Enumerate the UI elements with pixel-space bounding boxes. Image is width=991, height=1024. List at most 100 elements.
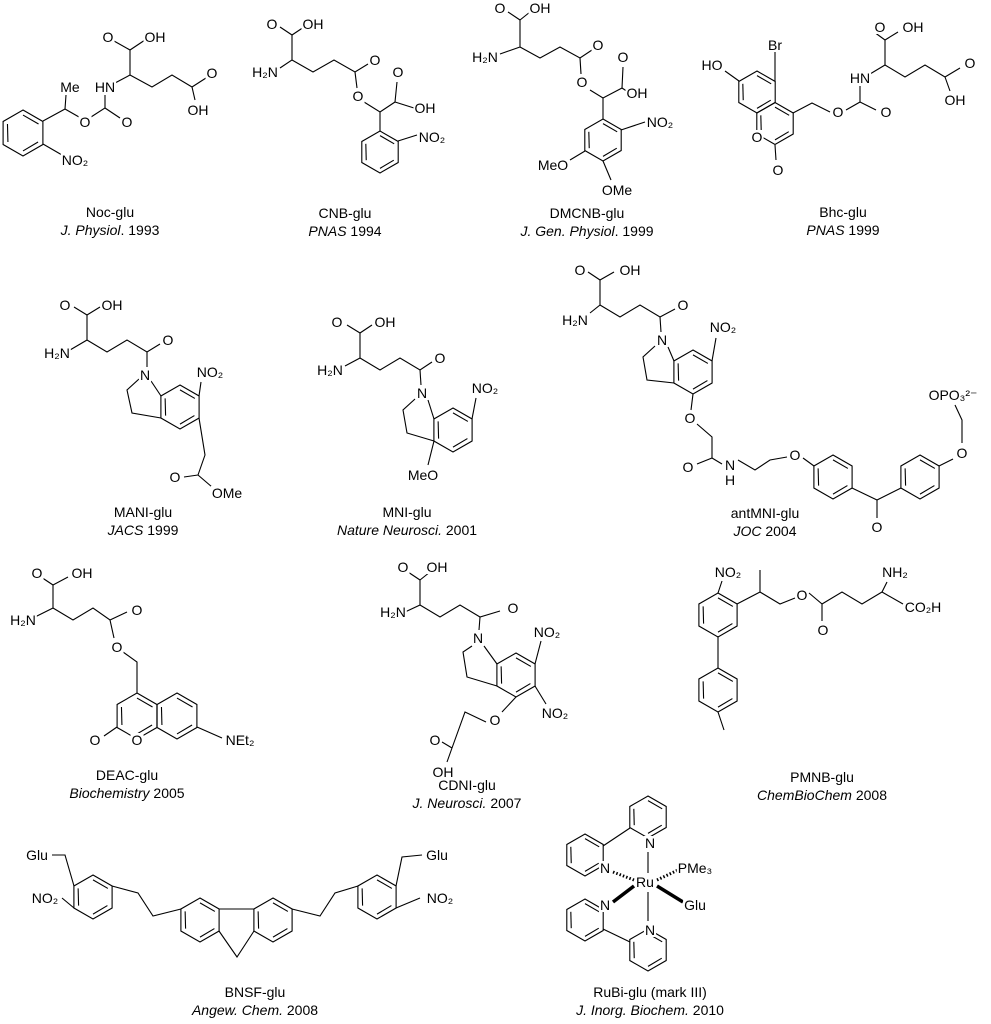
bond — [534, 640, 542, 665]
label-mask — [210, 486, 244, 500]
bond — [711, 457, 723, 465]
bond — [86, 306, 101, 316]
label-mask — [618, 263, 642, 277]
atom-label: Glu — [426, 847, 448, 863]
label-mask — [788, 448, 802, 462]
atom-label: NO₂ — [197, 364, 223, 380]
atom-label: H₂N — [472, 49, 498, 65]
bond — [483, 645, 498, 665]
bond — [150, 380, 162, 397]
atom-label: HN — [850, 70, 870, 86]
bond — [499, 20, 521, 55]
atom-label: O — [773, 162, 784, 178]
bond — [218, 930, 255, 958]
atom-label: O — [790, 447, 801, 463]
label-mask — [540, 706, 570, 720]
double-bond — [717, 623, 733, 633]
atom-label: O — [132, 602, 143, 618]
bond — [61, 897, 75, 909]
bond — [881, 591, 904, 605]
atom-label: O — [965, 55, 976, 71]
aromatic-ring — [900, 454, 940, 500]
label-mask — [470, 381, 500, 395]
bond — [394, 101, 415, 109]
aromatic-ring — [698, 592, 738, 638]
label-mask — [506, 601, 520, 615]
double-bond — [717, 672, 734, 682]
aromatic-ring — [813, 454, 853, 500]
label-mask — [625, 86, 649, 100]
atom-label: NO₂ — [534, 624, 560, 640]
citation: ChemBioChem 2008 — [757, 786, 887, 804]
bond — [462, 645, 498, 687]
label-mask — [251, 65, 279, 79]
citation: J. Inorg. Biochem. 2010 — [576, 1001, 724, 1019]
bond — [717, 580, 723, 594]
atom-label: O — [435, 350, 446, 366]
atom-label: NO₂ — [472, 380, 498, 396]
bond — [114, 74, 131, 84]
atom-label: O — [80, 114, 91, 130]
bond — [73, 306, 88, 316]
label-mask — [431, 765, 455, 779]
bond — [845, 86, 861, 111]
bond — [359, 357, 433, 371]
atom-label: O — [122, 114, 133, 130]
atom-label: O — [207, 65, 218, 81]
label-mask — [186, 103, 210, 117]
bond — [859, 101, 877, 111]
atom-label: O — [170, 469, 181, 485]
bond — [346, 324, 361, 334]
double-bond — [584, 903, 600, 913]
label-mask — [573, 263, 587, 277]
label-mask — [415, 386, 429, 400]
label-mask — [655, 333, 669, 347]
atom-label: O — [872, 519, 883, 535]
aromatic-ring — [496, 652, 536, 698]
atom-label: H — [725, 472, 735, 488]
label-mask — [330, 315, 344, 329]
atom-label: NH₂ — [882, 564, 908, 580]
double-bond — [179, 389, 196, 399]
double-bond — [515, 657, 532, 667]
atom-label: Ru — [636, 874, 654, 890]
label-mask — [536, 158, 570, 172]
atom-label: OH — [188, 102, 209, 118]
label-mask — [927, 388, 979, 402]
double-bond — [22, 141, 39, 152]
atom-label: O — [490, 712, 501, 728]
bond — [851, 487, 902, 501]
bond — [808, 592, 823, 621]
label-mask — [130, 603, 144, 617]
atom-label: H₂N — [10, 612, 36, 628]
citation-year: 2010 — [688, 1002, 724, 1018]
atom-label: O — [90, 732, 101, 748]
bond — [42, 94, 67, 122]
bond — [881, 581, 888, 593]
label-mask — [683, 411, 697, 425]
label-mask — [795, 588, 809, 602]
aromatic-ring — [584, 118, 622, 162]
journal-name: J. Physiol — [60, 222, 121, 238]
double-bond — [647, 957, 663, 967]
label-mask — [955, 446, 969, 460]
citation-year: 2005 — [149, 785, 185, 801]
compound-name: MNI-glu — [382, 504, 432, 520]
label-mask — [635, 875, 655, 889]
atom-label: OH — [433, 764, 454, 780]
atom-label: OPO₃²⁻ — [929, 387, 978, 403]
aromatic-ring — [629, 928, 667, 972]
bond — [197, 474, 213, 488]
bond — [183, 474, 199, 478]
compound-name: DEAC-glu — [95, 767, 159, 783]
bond — [954, 404, 963, 443]
atom-label: O — [508, 600, 519, 616]
atom-label: O — [875, 19, 886, 35]
label-mask — [78, 115, 92, 129]
